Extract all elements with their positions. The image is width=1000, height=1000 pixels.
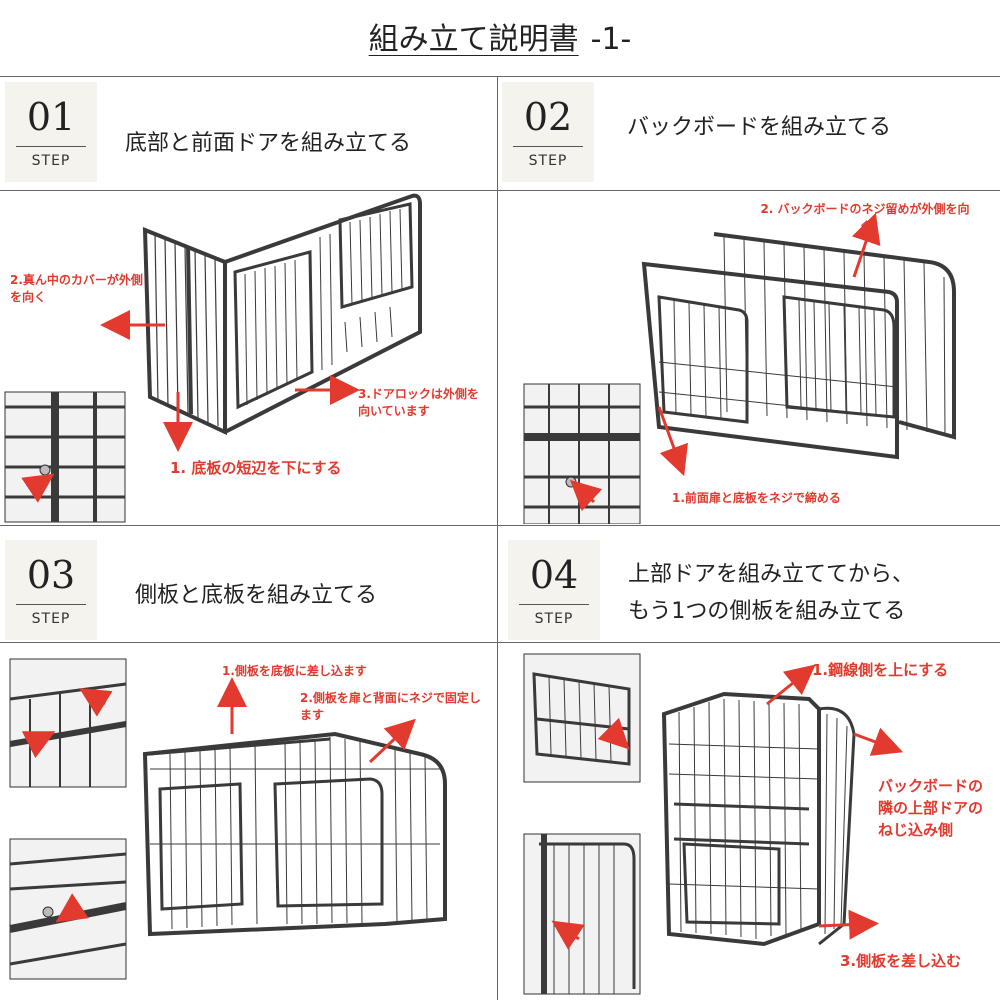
step-badge-04: 04 STEP (508, 540, 600, 640)
step-heading-03: 側板と底板を組み立てる (135, 583, 378, 608)
step-number: 04 (529, 553, 579, 597)
step-label: STEP (31, 153, 71, 169)
step-label: STEP (528, 153, 568, 169)
step-label: STEP (534, 611, 574, 627)
step-number: 01 (26, 95, 76, 139)
divider-center (497, 76, 498, 1000)
step-04-illustration (523, 653, 904, 995)
step-label: STEP (31, 611, 71, 627)
note-01-a: 2.真ん中のカバーが外側を向く (10, 273, 143, 304)
note-02-b: 1.前面扉と底板をネジで締める (672, 491, 841, 505)
step-badge-02: 02 STEP (502, 82, 594, 182)
title-main: 組み立て説明書 (368, 22, 579, 57)
note-01-c: 1. 底板の短辺を下にする (170, 459, 342, 477)
step-badge-01: 01 STEP (5, 82, 97, 182)
step-01-illustration (4, 193, 422, 523)
title-suffix: -1- (590, 22, 632, 57)
step-number: 02 (523, 95, 573, 139)
step-heading-01: 底部と前面ドアを組み立てる (125, 131, 412, 156)
note-04-c: 3.側板を差し込む (840, 952, 962, 970)
divider-row1-header (0, 190, 1000, 191)
step-heading-04-line1: 上部ドアを組み立ててから、 (628, 562, 915, 587)
divider-top (0, 76, 1000, 77)
step-number: 03 (26, 553, 76, 597)
note-03-b: 2.側板を扉と背面にネジで固定します (300, 691, 481, 722)
step-badge-03: 03 STEP (5, 540, 97, 640)
note-01-b: 3.ドアロックは外側を向いています (358, 387, 479, 418)
document-title: 組み立て説明書 -1- (0, 14, 1000, 58)
step-heading-02: バックボードを組み立てる (627, 115, 892, 140)
note-04-b: バックボードの隣の上部ドアのねじ込み側 (878, 777, 984, 839)
note-02-a: 2. バックボードのネジ留めが外側を向く (760, 202, 970, 233)
step-02-illustration (523, 212, 956, 524)
divider-row2-header (0, 642, 1000, 643)
step-heading-04-line2: もう1つの側板を組み立てる (628, 599, 906, 624)
note-04-a: 1.鋼線側を上にする (812, 661, 949, 679)
note-03-a: 1.側板を底板に差し込ます (222, 664, 367, 678)
step-03-illustration (9, 658, 447, 980)
divider-middle (0, 525, 1000, 526)
